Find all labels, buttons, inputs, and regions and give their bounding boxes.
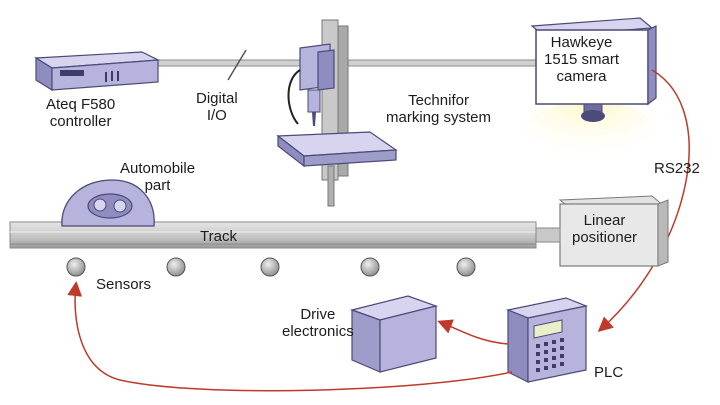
track-label: Track: [200, 228, 237, 245]
sensor: [456, 257, 476, 277]
rs232-cable: [597, 69, 690, 332]
ateq-controller-device: [34, 51, 161, 92]
sensors-label: Sensors: [96, 276, 152, 293]
marking-system-device: [276, 19, 398, 207]
rs232-label: RS232: [654, 160, 700, 177]
sensors: [66, 257, 476, 277]
linear-positioner-device: [535, 195, 669, 267]
plc-to-drive-arrow: [437, 319, 509, 345]
plc-to-sensors-arrow: [67, 281, 513, 392]
sensor: [166, 257, 186, 277]
automobile-part: [61, 179, 155, 227]
sensor: [360, 257, 380, 277]
plc-label: PLC: [594, 364, 624, 381]
sensor: [66, 257, 86, 277]
plc-device: [505, 297, 589, 383]
sensor: [260, 257, 280, 277]
smart-camera-device: [520, 17, 660, 180]
drive-electronics-device: [349, 295, 439, 373]
digital-io-slash: [227, 49, 247, 81]
